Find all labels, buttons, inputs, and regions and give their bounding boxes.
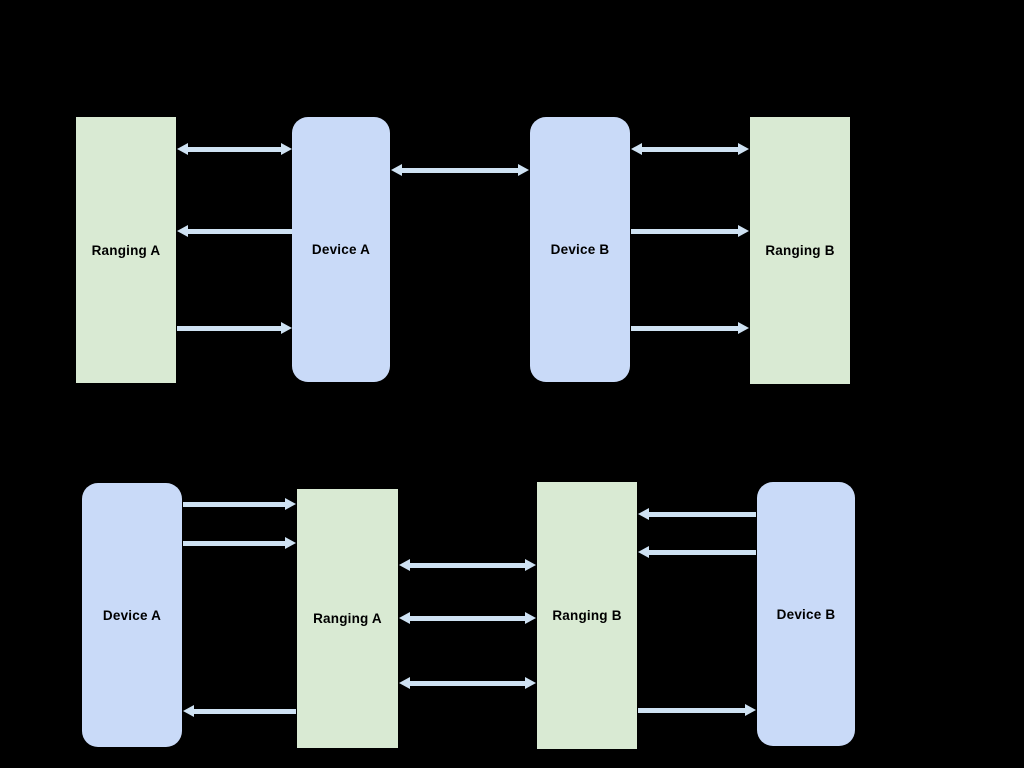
box-ranging-a-bottom: Ranging A: [297, 489, 398, 748]
arrow-deviceB-rangingB-bidir: [631, 143, 749, 155]
arrowhead-right-icon: [738, 225, 749, 237]
arrowhead-right-icon: [745, 704, 756, 716]
box-device-a-bottom: Device A: [82, 483, 182, 747]
arrowhead-left-icon: [183, 705, 194, 717]
box-ranging-b-bottom: Ranging B: [537, 482, 637, 749]
arrow-deviceB-to-rangingB-2: [638, 546, 756, 558]
box-ranging-a-top: Ranging A: [76, 117, 176, 383]
arrowhead-left-icon: [177, 143, 188, 155]
arrowhead-left-icon: [177, 225, 188, 237]
box-label-ranging-b-bottom: Ranging B: [552, 608, 622, 623]
arrow-rangingA-deviceA-bidir: [177, 143, 292, 155]
arrowhead-right-icon: [281, 143, 292, 155]
box-label-device-b-top: Device B: [550, 242, 610, 257]
arrowhead-left-icon: [391, 164, 402, 176]
arrowhead-right-icon: [525, 677, 536, 689]
arrow-deviceB-to-rangingB-1: [638, 508, 756, 520]
arrowhead-right-icon: [738, 143, 749, 155]
arrowhead-left-icon: [399, 559, 410, 571]
box-device-a-top: Device A: [292, 117, 390, 382]
box-label-ranging-a-top: Ranging A: [91, 242, 161, 258]
arrow-rangingA-to-deviceA: [183, 705, 296, 717]
arrow-rangingA-to-deviceA: [177, 322, 292, 334]
arrowhead-left-icon: [631, 143, 642, 155]
arrowhead-right-icon: [285, 498, 296, 510]
arrow-shaft: [186, 146, 283, 152]
box-ranging-b-top: Ranging B: [750, 117, 850, 384]
arrow-deviceA-to-rangingA-1: [183, 498, 296, 510]
arrow-shaft: [408, 562, 527, 568]
arrow-deviceA-to-rangingA: [177, 225, 292, 237]
arrow-rangingA-rangingB-bidir-2: [399, 612, 536, 624]
arrow-shaft: [638, 707, 747, 713]
arrow-shaft: [183, 501, 287, 507]
arrow-shaft: [177, 325, 283, 331]
arrow-shaft: [183, 540, 287, 546]
arrowhead-right-icon: [525, 559, 536, 571]
arrowhead-right-icon: [281, 322, 292, 334]
arrowhead-right-icon: [518, 164, 529, 176]
arrow-shaft: [408, 680, 527, 686]
arrow-shaft: [192, 708, 296, 714]
arrow-deviceA-deviceB-bidir: [391, 164, 529, 176]
arrowhead-left-icon: [399, 612, 410, 624]
arrowhead-right-icon: [525, 612, 536, 624]
arrow-shaft: [640, 146, 740, 152]
arrow-shaft: [186, 228, 292, 234]
box-label-ranging-b-top: Ranging B: [765, 243, 835, 258]
arrow-deviceA-to-rangingA-2: [183, 537, 296, 549]
arrow-shaft: [631, 325, 740, 331]
box-device-b-top: Device B: [530, 117, 630, 382]
arrowhead-right-icon: [738, 322, 749, 334]
arrowhead-left-icon: [638, 546, 649, 558]
arrowhead-left-icon: [399, 677, 410, 689]
arrowhead-right-icon: [285, 537, 296, 549]
box-label-ranging-a-bottom: Ranging A: [313, 611, 382, 626]
arrow-shaft: [400, 167, 520, 173]
arrow-shaft: [647, 549, 756, 555]
arrow-rangingA-rangingB-bidir-1: [399, 559, 536, 571]
arrow-shaft: [631, 228, 740, 234]
arrowhead-left-icon: [638, 508, 649, 520]
arrow-shaft: [647, 511, 756, 517]
box-label-device-a-top: Device A: [311, 242, 371, 257]
arrow-rangingA-rangingB-bidir-3: [399, 677, 536, 689]
arrow-deviceB-to-rangingB-2: [631, 322, 749, 334]
arrow-deviceB-to-rangingB-1: [631, 225, 749, 237]
box-label-device-a-bottom: Device A: [102, 607, 162, 623]
arrow-rangingB-to-deviceB: [638, 704, 756, 716]
box-device-b-bottom: Device B: [757, 482, 855, 746]
arrow-shaft: [408, 615, 527, 621]
box-label-device-b-bottom: Device B: [776, 606, 836, 622]
